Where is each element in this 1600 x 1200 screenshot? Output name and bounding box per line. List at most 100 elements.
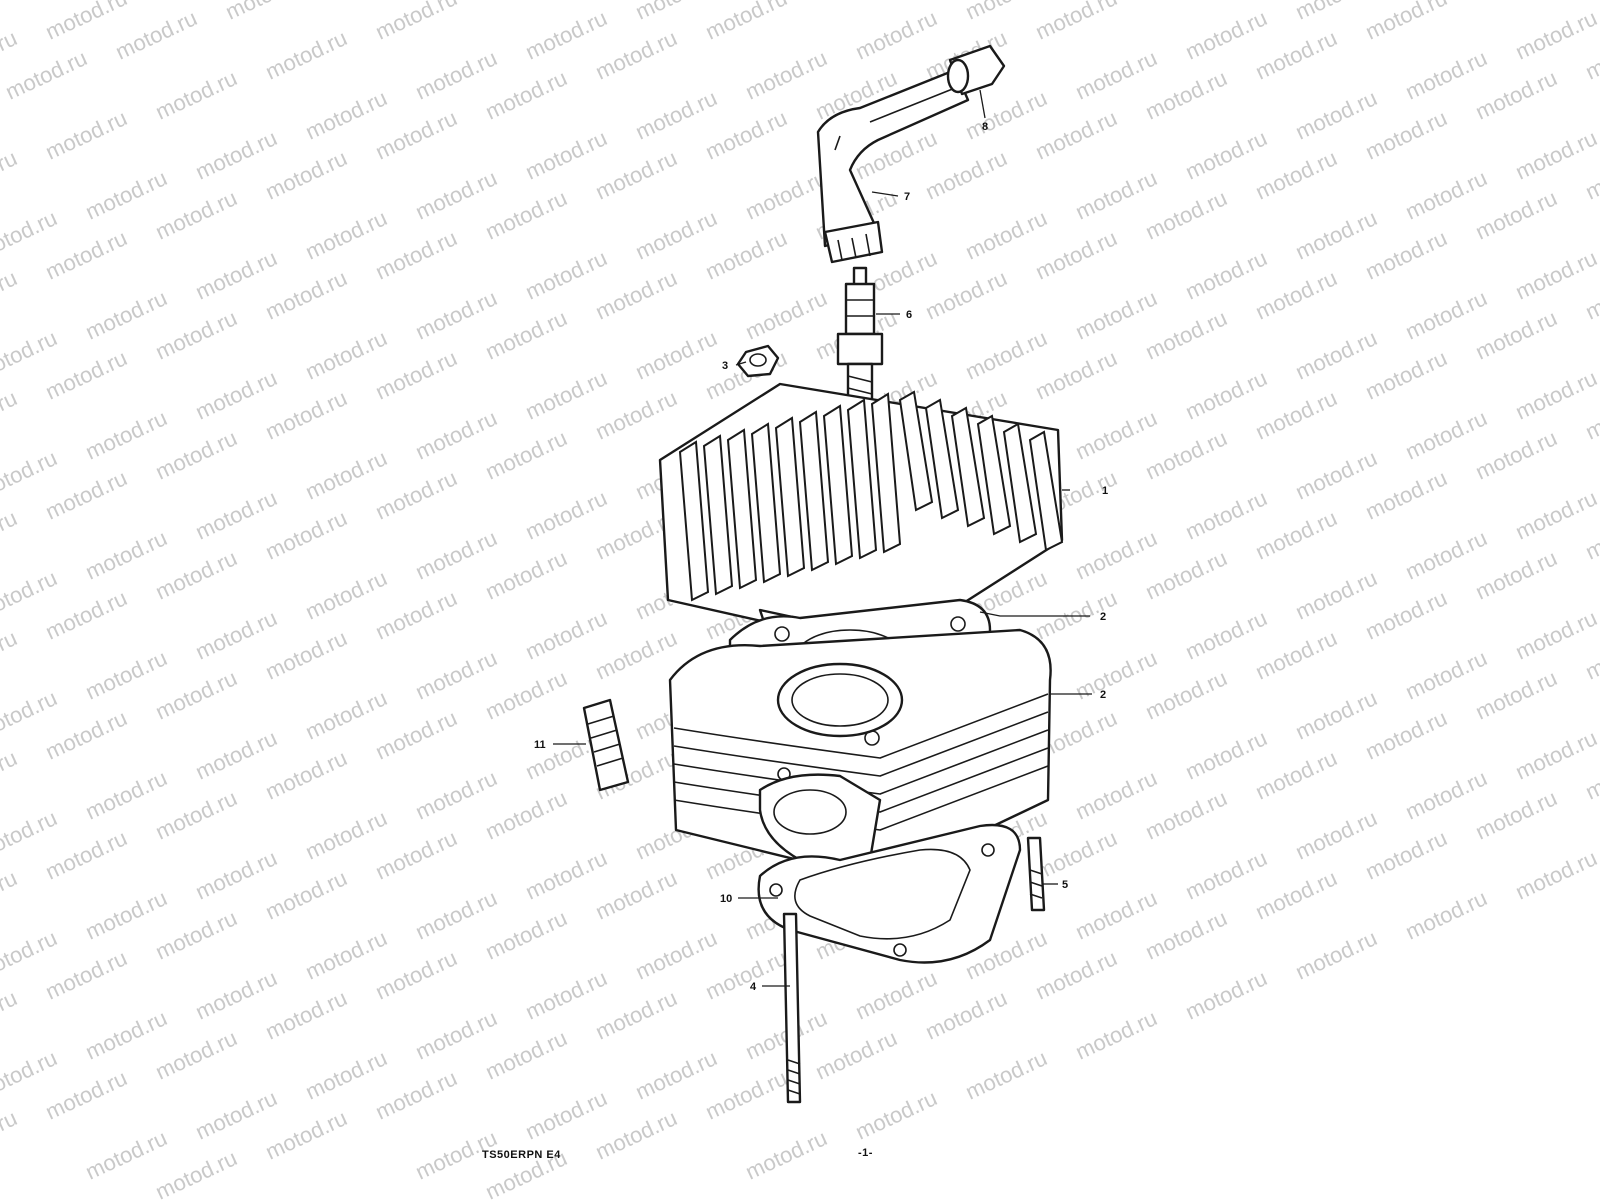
head-cooling-fin — [1002, 422, 1038, 544]
watermark-text: motod.ru — [1182, 125, 1271, 184]
watermark-text: motod.ru — [1182, 845, 1271, 904]
watermark-text: motod.ru — [1142, 425, 1231, 484]
watermark-text: motod.ru — [0, 1045, 61, 1104]
watermark-text: motod.ru — [632, 325, 721, 384]
watermark-text: motod.ru — [152, 425, 241, 484]
watermark-text: motod.ru — [82, 645, 171, 704]
watermark-text: motod.ru — [1362, 105, 1451, 164]
watermark-text: motod.ru — [852, 1085, 941, 1144]
watermark-text: motod.ru — [1252, 625, 1341, 684]
watermark-text: motod.ru — [1362, 825, 1451, 884]
watermark-text: motod.ru — [302, 565, 391, 624]
base-gasket — [757, 823, 1022, 964]
watermark-text: motod.ru — [1472, 665, 1561, 724]
watermark-text: motod.ru — [1032, 225, 1121, 284]
watermark-text: motod.ru — [1402, 45, 1491, 104]
watermark-text: motod.ru — [372, 345, 461, 404]
watermark-text: motod.ru — [922, 145, 1011, 204]
watermark-text: motod.ru — [82, 1125, 171, 1184]
watermark-text: motod.ru — [1032, 0, 1121, 45]
callout-8: 8 — [982, 121, 988, 133]
watermark-text: motod.ru — [1472, 785, 1561, 844]
watermark-text: motod.ru — [0, 205, 61, 264]
watermark-text: motod.ru — [302, 805, 391, 864]
model-code-label: TS50ERPN E4 — [482, 1149, 561, 1161]
watermark-text: motod.ru — [0, 1105, 21, 1164]
watermark-text: motod.ru — [262, 985, 351, 1044]
watermark-text: motod.ru — [1182, 725, 1271, 784]
watermark-text: motod.ru — [152, 65, 241, 124]
watermark-text: motod.ru — [1292, 85, 1381, 144]
watermark-text: motod.ru — [522, 845, 611, 904]
head-cooling-fin — [750, 422, 782, 584]
watermark-text: motod.ru — [1472, 305, 1561, 364]
watermark-text: motod.ru — [1292, 805, 1381, 864]
watermark-text: motod.ru — [1142, 545, 1231, 604]
watermark-text: motod.ru — [962, 205, 1051, 264]
watermark-text: motod.ru — [152, 905, 241, 964]
watermark-text: motod.ru — [1292, 685, 1381, 744]
watermark-text: motod.ru — [152, 785, 241, 844]
watermark-text: motod.ru — [0, 685, 61, 744]
head-cooling-fin — [898, 390, 934, 512]
callout-3: 3 — [722, 360, 728, 372]
watermark-text: motod.ru — [1072, 765, 1161, 824]
watermark-text: motod.ru — [592, 625, 681, 684]
watermark-text: motod.ru — [42, 585, 131, 644]
watermark-text: motod.ru — [42, 225, 131, 284]
watermark-text: motod.ru — [632, 925, 721, 984]
watermark-text: motod.ru — [702, 0, 791, 45]
watermark-text: motod.ru — [1402, 885, 1491, 944]
watermark-text: motod.ru — [922, 265, 1011, 324]
watermark-text: motod.ru — [1362, 585, 1451, 644]
watermark-text: motod.ru — [0, 565, 61, 624]
watermark-text: motod.ru — [1512, 125, 1600, 184]
watermark-text: motod.ru — [82, 1005, 171, 1064]
watermark-text: motod.ru — [1032, 345, 1121, 404]
watermark-text: motod.ru — [702, 105, 791, 164]
head-cooling-fin — [924, 398, 960, 520]
spark-plug-cap — [816, 68, 970, 264]
watermark-text: motod.ru — [372, 945, 461, 1004]
watermark-text: motod.ru — [2, 45, 91, 104]
watermark-text: motod.ru — [1472, 0, 1561, 5]
watermark-text: motod.ru — [1182, 605, 1271, 664]
watermark-text: motod.ru — [1292, 565, 1381, 624]
long-stud-bolt — [782, 912, 802, 1104]
watermark-text: motod.ru — [592, 865, 681, 924]
watermark-text: motod.ru — [742, 45, 831, 104]
watermark-text: motod.ru — [1182, 965, 1271, 1024]
watermark-text: motod.ru — [962, 325, 1051, 384]
watermark-text: motod.ru — [482, 185, 571, 244]
watermark-text: motod.ru — [592, 145, 681, 204]
watermark-text: motod.ru — [1072, 405, 1161, 464]
watermark-text: motod.ru — [42, 825, 131, 884]
callout-leaders — [553, 89, 1092, 987]
watermark-text: motod.ru — [742, 165, 831, 224]
watermark-text: motod.ru — [482, 785, 571, 844]
fin-damper-rubber — [582, 698, 630, 792]
watermark-text: motod.ru — [812, 0, 901, 5]
watermark-text: motod.ru — [482, 545, 571, 604]
watermark-text: motod.ru — [302, 85, 391, 144]
watermark-text: motod.ru — [1402, 765, 1491, 824]
watermark-text: motod.ru — [112, 5, 201, 64]
watermark-text: motod.ru — [1512, 365, 1600, 424]
watermark-text: motod.ru — [372, 585, 461, 644]
watermark-text: motod.ru — [632, 85, 721, 144]
watermark-text: motod.ru — [1402, 285, 1491, 344]
watermark-text: motod.ru — [1472, 425, 1561, 484]
watermark-text: motod.ru — [592, 1105, 681, 1164]
plug-cap-boot — [946, 44, 1006, 96]
watermark-text: motod.ru — [482, 65, 571, 124]
watermark-text: motod.ru — [152, 185, 241, 244]
watermark-text: motod.ru — [262, 745, 351, 804]
watermark-text: motod.ru — [1472, 185, 1561, 244]
watermark-text: motod.ru — [1142, 665, 1231, 724]
watermark-text: motod.ru — [152, 1145, 241, 1200]
watermark-text: motod.ru — [522, 485, 611, 544]
watermark-text: motod.ru — [1142, 185, 1231, 244]
watermark-text: motod.ru — [1252, 505, 1341, 564]
watermark-text: motod.ru — [1072, 285, 1161, 344]
